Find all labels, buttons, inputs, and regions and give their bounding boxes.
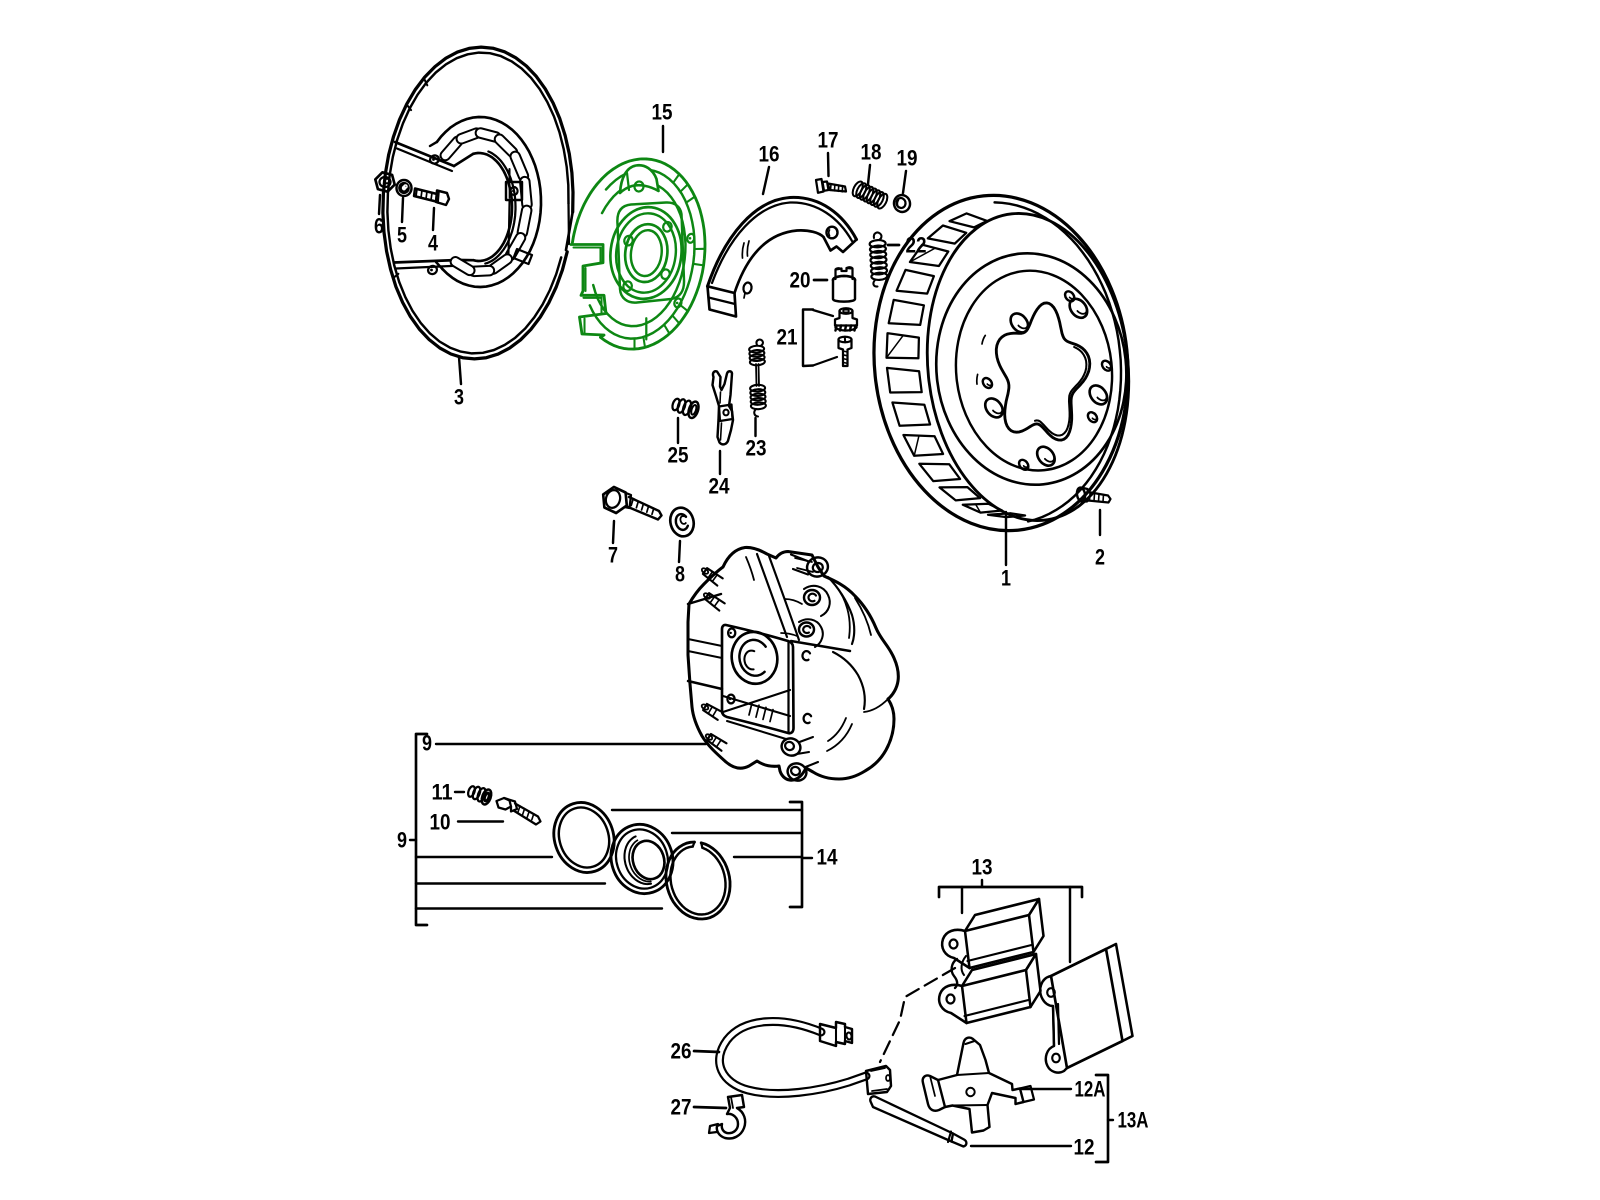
svg-text:9: 9 [397,828,407,853]
svg-text:9: 9 [422,731,432,756]
svg-text:4: 4 [428,231,439,256]
svg-text:20: 20 [790,268,811,293]
svg-text:21: 21 [777,325,798,350]
svg-text:3: 3 [454,385,464,410]
svg-text:23: 23 [746,436,767,461]
svg-text:14: 14 [817,845,839,870]
svg-text:18: 18 [861,140,882,165]
svg-text:1: 1 [1001,566,1011,591]
svg-text:13: 13 [972,855,993,880]
svg-text:5: 5 [397,223,407,248]
svg-text:12: 12 [1074,1135,1095,1160]
svg-text:19: 19 [897,146,918,171]
svg-text:25: 25 [668,443,689,468]
svg-text:24: 24 [709,474,731,499]
svg-text:16: 16 [759,142,780,167]
svg-text:13A: 13A [1118,1108,1149,1133]
svg-text:26: 26 [671,1039,692,1064]
svg-text:12A: 12A [1075,1077,1106,1102]
svg-text:27: 27 [671,1095,692,1120]
svg-text:15: 15 [652,100,673,125]
svg-text:17: 17 [818,128,839,153]
svg-text:6: 6 [374,214,384,239]
svg-text:2: 2 [1095,545,1105,570]
svg-text:10: 10 [430,810,451,835]
svg-text:7: 7 [608,543,618,568]
svg-text:8: 8 [675,562,685,587]
svg-text:11: 11 [432,780,453,805]
